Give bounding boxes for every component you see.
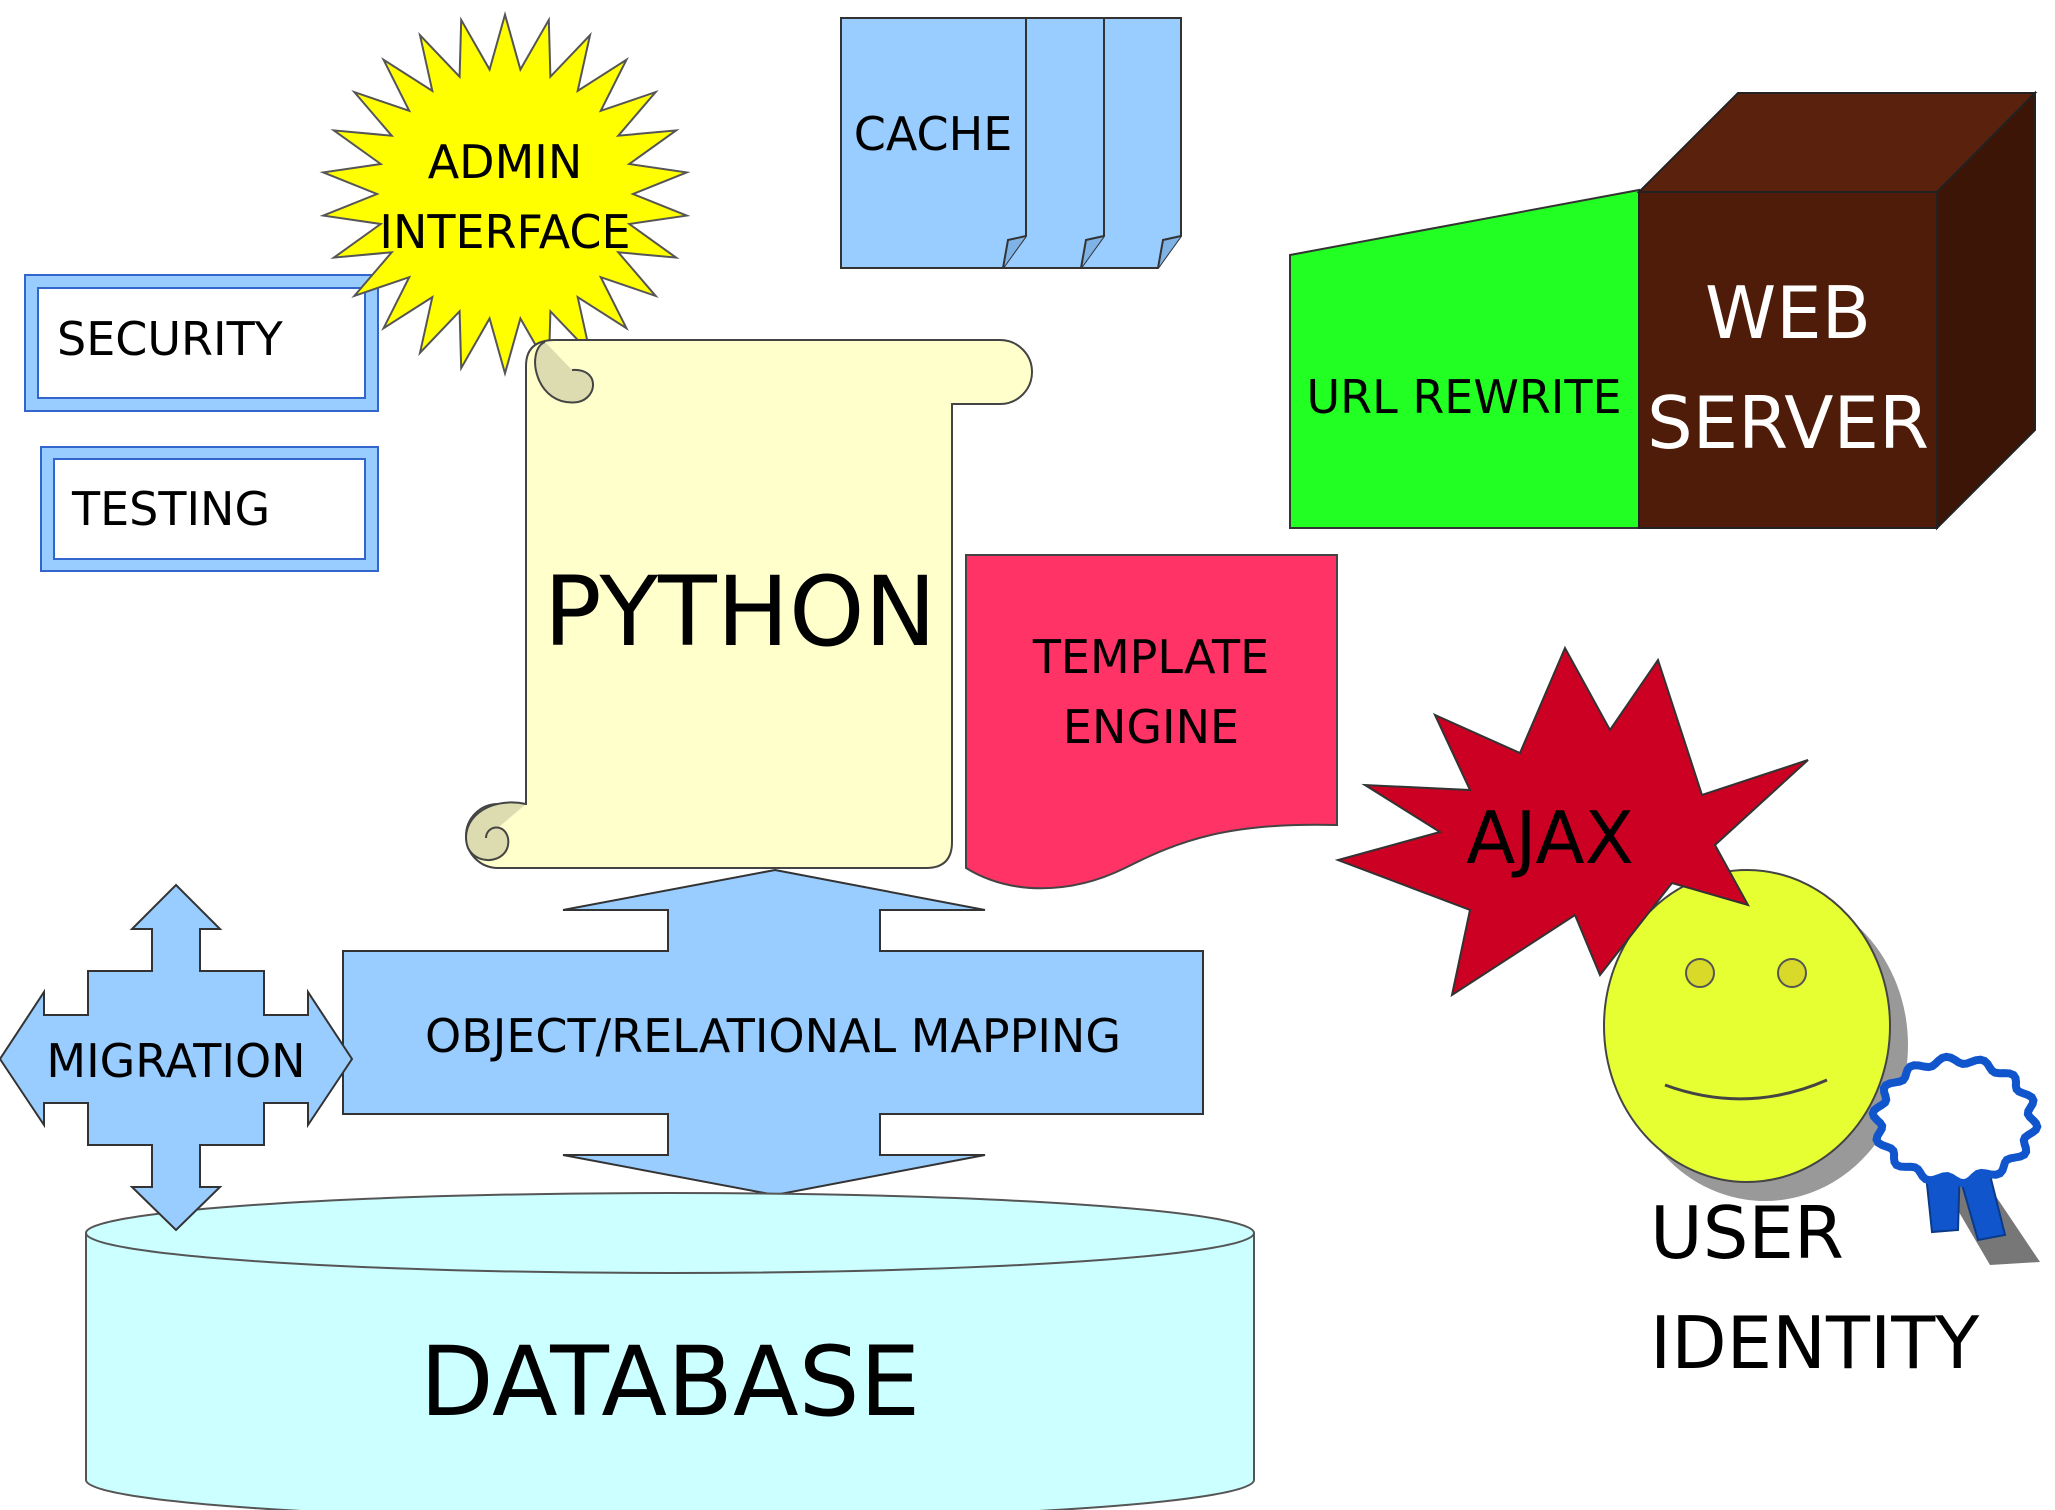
admin-interface: ADMIN INTERFACE bbox=[319, 11, 691, 377]
document-wave-icon bbox=[965, 554, 1338, 890]
testing-box: TESTING bbox=[40, 446, 379, 572]
ajax-label: AJAX bbox=[1466, 796, 1634, 880]
database-label: DATABASE bbox=[420, 1326, 920, 1438]
url-rewrite-panel bbox=[1289, 188, 1640, 529]
template-label-line1: TEMPLATE bbox=[1032, 630, 1269, 684]
object-relational-mapping: OBJECT/RELATIONAL MAPPING bbox=[342, 868, 1204, 1197]
user-label-line2: IDENTITY bbox=[1650, 1301, 1980, 1385]
ajax: AJAX bbox=[1334, 645, 1809, 998]
security-label: SECURITY bbox=[57, 312, 284, 366]
web-server-label-line2: SERVER bbox=[1647, 381, 1929, 465]
migration-label: MIGRATION bbox=[46, 1034, 305, 1088]
cylinder-icon bbox=[85, 1192, 1255, 1510]
web-server-group: URL REWRITE WEB SERVER bbox=[1289, 90, 2038, 531]
rosette-ribbon-icon bbox=[1868, 1052, 2042, 1265]
admin-label-line1: ADMIN bbox=[428, 135, 583, 189]
testing-label: TESTING bbox=[71, 482, 270, 536]
template-engine: TEMPLATE ENGINE bbox=[965, 554, 1338, 890]
cache: CACHE bbox=[840, 17, 1182, 269]
four-way-arrow-icon bbox=[0, 883, 354, 1232]
user-label-line1: USER bbox=[1650, 1191, 1844, 1275]
smiley-icon bbox=[1603, 869, 1908, 1201]
scroll-icon bbox=[465, 339, 1033, 869]
stacked-pages-icon bbox=[840, 17, 1182, 269]
url-rewrite-label: URL REWRITE bbox=[1306, 370, 1621, 424]
python: PYTHON bbox=[465, 339, 1033, 869]
explosion-icon bbox=[1334, 645, 1809, 998]
orm-label: OBJECT/RELATIONAL MAPPING bbox=[425, 1009, 1121, 1063]
user-identity: USER IDENTITY bbox=[1603, 869, 2042, 1385]
security-box: SECURITY bbox=[24, 274, 379, 412]
database: DATABASE bbox=[85, 1192, 1255, 1510]
python-label: PYTHON bbox=[544, 556, 937, 668]
cube-icon bbox=[1636, 90, 2038, 531]
migration: MIGRATION bbox=[0, 883, 354, 1232]
admin-label-line2: INTERFACE bbox=[379, 205, 630, 259]
starburst-icon bbox=[319, 11, 691, 377]
web-server-label-line1: WEB bbox=[1705, 271, 1871, 355]
template-label-line2: ENGINE bbox=[1063, 700, 1239, 754]
cache-label: CACHE bbox=[854, 107, 1013, 161]
